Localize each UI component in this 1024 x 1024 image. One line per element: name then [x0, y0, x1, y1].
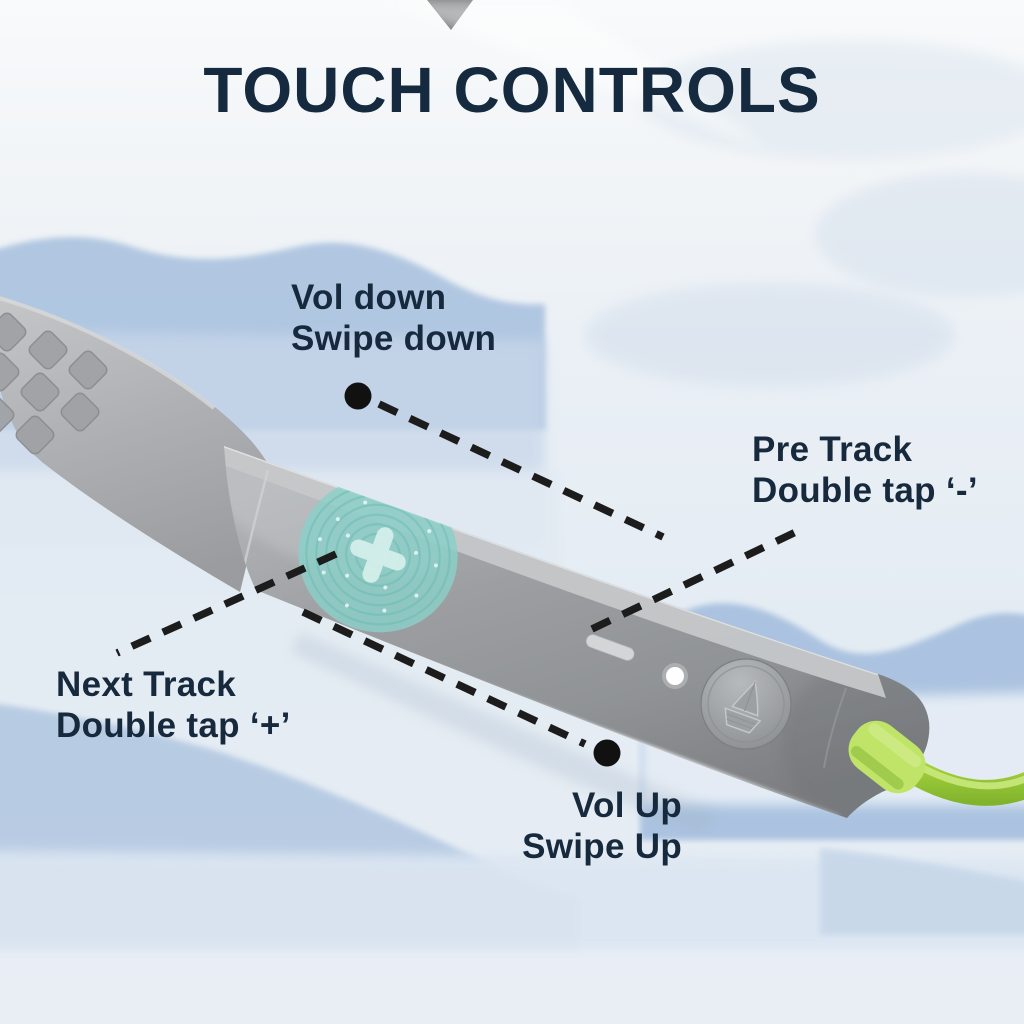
neckband-arm — [0, 296, 270, 592]
touchpad-speckles — [317, 500, 438, 613]
tip-seam-line — [823, 687, 847, 769]
callout-lines — [115, 400, 800, 748]
label-line: Double tap ‘-’ — [752, 470, 978, 510]
cloud-wash — [585, 283, 955, 387]
device-shadow — [290, 632, 720, 832]
mist-bottom — [0, 950, 1024, 1024]
cloud-wash — [815, 173, 1024, 297]
label-vol-up: Vol Up Swipe Up — [522, 786, 682, 868]
callout-line-vol-up — [301, 608, 587, 748]
label-vol-down: Vol down Swipe down — [291, 278, 496, 360]
label-line: Double tap ‘+’ — [56, 705, 291, 745]
callout-dot-vol-up — [593, 739, 621, 767]
label-line: Swipe down — [291, 318, 497, 358]
label-line: Next Track — [56, 665, 237, 704]
callout-line-vol-down — [377, 400, 665, 541]
label-line: Swipe Up — [522, 826, 682, 866]
cable-ferrule — [848, 720, 926, 794]
label-next-track: Next Track Double tap ‘+’ — [56, 665, 291, 747]
callout-line-pre-track — [590, 527, 800, 633]
plus-icon — [350, 527, 406, 583]
label-line: Vol Up — [571, 786, 682, 825]
mountain-ridge-bottom-right — [820, 848, 1024, 935]
brand-button — [700, 658, 792, 750]
mic-slot — [585, 634, 635, 661]
page-title: TOUCH CONTROLS — [203, 54, 821, 126]
light-streak — [380, 0, 770, 150]
label-pre-track: Pre Track Double tap ‘-’ — [752, 430, 978, 512]
callout-dot-vol-down — [344, 382, 372, 410]
grip-texture — [0, 312, 108, 455]
sailboat-logo-icon — [724, 680, 762, 734]
label-line: Pre Track — [752, 430, 913, 469]
arm-highlight — [0, 296, 216, 410]
callout-line-next-track — [115, 550, 338, 657]
label-line: Vol down — [291, 278, 447, 317]
led-indicator — [666, 667, 684, 685]
